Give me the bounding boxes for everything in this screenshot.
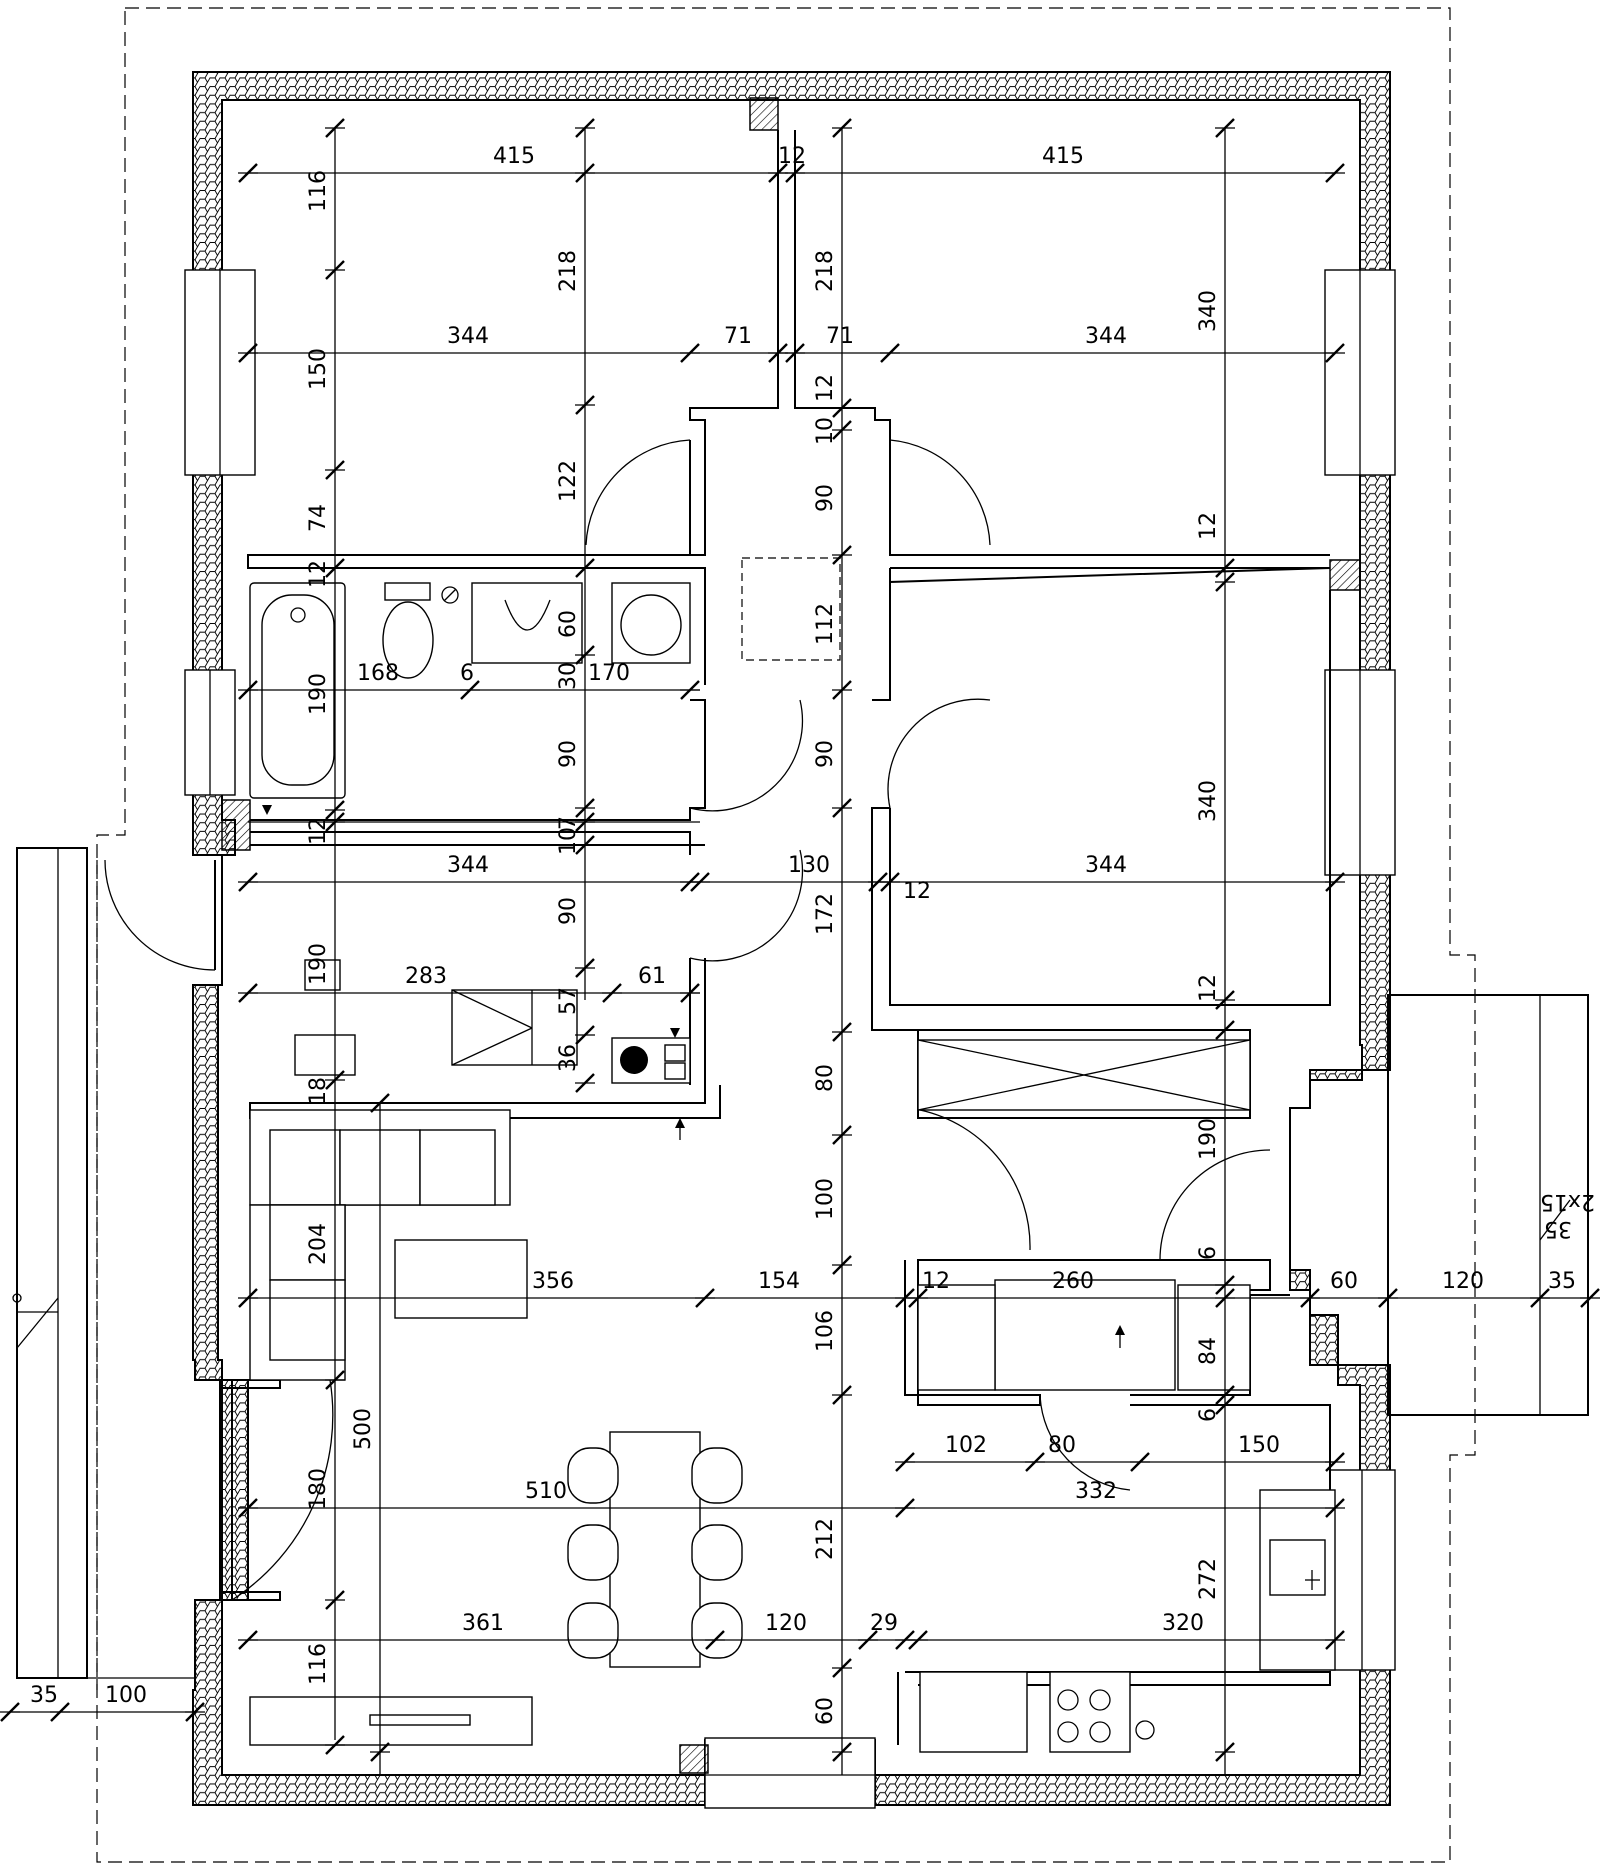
dim-label: 190 bbox=[1196, 1118, 1221, 1160]
interior-walls bbox=[219, 97, 1361, 1774]
dim-label: 36 bbox=[556, 1044, 581, 1072]
dim-label: 18 bbox=[306, 1077, 331, 1105]
dim-label: 71 bbox=[826, 324, 854, 349]
dim-label: 150 bbox=[306, 348, 331, 390]
dim-label: 340 bbox=[1196, 290, 1221, 332]
void-dashed bbox=[741, 557, 841, 661]
dim-label: 71 bbox=[724, 324, 752, 349]
dim-label: 102 bbox=[945, 1433, 987, 1458]
dimension-ticks bbox=[0, 118, 1600, 1762]
dim-label: 80 bbox=[1048, 1433, 1076, 1458]
dim-label: 116 bbox=[306, 170, 331, 212]
dim-label: 29 bbox=[870, 1611, 898, 1636]
dim-label: 332 bbox=[1075, 1479, 1117, 1504]
dim-label: 60 bbox=[813, 1697, 838, 1725]
dim-label: 344 bbox=[447, 853, 489, 878]
dim-label: 150 bbox=[1238, 1433, 1280, 1458]
dim-label: 272 bbox=[1196, 1558, 1221, 1600]
dim-label: 361 bbox=[462, 1611, 504, 1636]
windows bbox=[184, 269, 1396, 1809]
dim-label: 61 bbox=[638, 964, 666, 989]
dim-label: 90 bbox=[813, 740, 838, 768]
dim-label: 218 bbox=[813, 250, 838, 292]
dining-set bbox=[567, 1431, 743, 1668]
dim-label: 2x15 bbox=[1540, 1189, 1595, 1214]
dim-label: 90 bbox=[556, 740, 581, 768]
dim-label: 12 bbox=[813, 374, 838, 402]
dim-label: 116 bbox=[306, 1643, 331, 1685]
dim-label: 112 bbox=[813, 603, 838, 645]
dim-label: 500 bbox=[351, 1408, 376, 1450]
direction-arrows bbox=[262, 805, 1125, 1348]
dim-label: 356 bbox=[532, 1269, 574, 1294]
dim-label: 12 bbox=[922, 1269, 950, 1294]
dim-label: 170 bbox=[588, 661, 630, 686]
dim-label: 10 bbox=[556, 827, 581, 855]
dim-label: 100 bbox=[813, 1178, 838, 1220]
dim-label: 320 bbox=[1162, 1611, 1204, 1636]
dim-label: 415 bbox=[493, 144, 535, 169]
dim-label: 6 bbox=[1196, 1246, 1221, 1260]
dim-label: 7 bbox=[556, 816, 581, 830]
dim-label: 106 bbox=[813, 1310, 838, 1352]
dim-label: 10 bbox=[813, 417, 838, 445]
dim-label: 6 bbox=[1196, 1408, 1221, 1422]
dim-label: 344 bbox=[447, 324, 489, 349]
dim-label: 415 bbox=[1042, 144, 1084, 169]
dim-label: 344 bbox=[1085, 853, 1127, 878]
dim-label: 84 bbox=[1196, 1337, 1221, 1365]
dim-label: 12 bbox=[778, 144, 806, 169]
dim-label: 283 bbox=[405, 964, 447, 989]
kitchen-left bbox=[294, 959, 691, 1084]
dim-label: 180 bbox=[306, 1468, 331, 1510]
dim-label: 74 bbox=[306, 504, 331, 532]
dim-label: 30 bbox=[556, 662, 581, 690]
dim-label: 172 bbox=[813, 893, 838, 935]
dim-label: 260 bbox=[1052, 1269, 1094, 1294]
dim-label: 12 bbox=[903, 879, 931, 904]
dim-label: 122 bbox=[556, 460, 581, 502]
dim-label: 120 bbox=[765, 1611, 807, 1636]
dim-label: 510 bbox=[525, 1479, 567, 1504]
dim-label: 80 bbox=[813, 1064, 838, 1092]
dim-label: 60 bbox=[556, 610, 581, 638]
dim-label: 168 bbox=[357, 661, 399, 686]
left-terrace bbox=[12, 847, 195, 1679]
dim-label: 190 bbox=[306, 673, 331, 715]
dim-label: 154 bbox=[758, 1269, 800, 1294]
dim-label: 57 bbox=[556, 987, 581, 1015]
dim-label: 344 bbox=[1085, 324, 1127, 349]
dim-label: 100 bbox=[105, 1683, 147, 1708]
dim-label: 130 bbox=[788, 853, 830, 878]
dim-label: 204 bbox=[306, 1223, 331, 1265]
dim-label: 35 bbox=[1544, 1216, 1572, 1241]
dim-label: 12 bbox=[306, 560, 331, 588]
dim-label: 35 bbox=[1548, 1269, 1576, 1294]
dim-label: 212 bbox=[813, 1518, 838, 1560]
dim-label: 90 bbox=[556, 897, 581, 925]
dim-label: 190 bbox=[306, 943, 331, 985]
roof-outline bbox=[96, 7, 1476, 1863]
dim-label: 60 bbox=[1330, 1269, 1358, 1294]
dim-label: 6 bbox=[460, 661, 474, 686]
dim-label: 340 bbox=[1196, 780, 1221, 822]
dim-label: 12 bbox=[1196, 512, 1221, 540]
dim-label: 120 bbox=[1442, 1269, 1484, 1294]
dimension-labels: 415 12 415 116 218 218 340 344 71 71 344… bbox=[30, 144, 1595, 1725]
door-swings bbox=[104, 439, 1271, 1601]
dim-label: 12 bbox=[1196, 974, 1221, 1002]
coffee-table bbox=[394, 1239, 528, 1319]
right-terrace bbox=[1387, 994, 1589, 1416]
dim-label: 218 bbox=[556, 250, 581, 292]
storage-units bbox=[249, 1039, 1251, 1746]
dim-label: 12 bbox=[306, 817, 331, 845]
kitchen-right bbox=[919, 1489, 1336, 1753]
dim-label: 35 bbox=[30, 1683, 58, 1708]
dim-label: 90 bbox=[813, 484, 838, 512]
door-leaves bbox=[214, 440, 1270, 1261]
